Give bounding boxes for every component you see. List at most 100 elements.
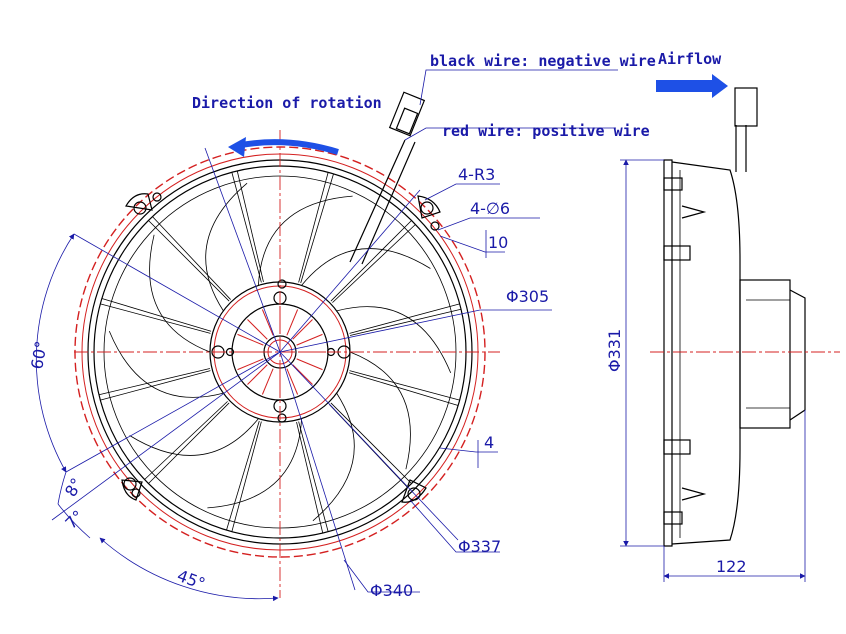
guard-spoke (349, 370, 460, 401)
guard-spoke (300, 173, 334, 284)
red-wire-label: red wire: positive wire (442, 122, 650, 140)
wire-connector (388, 91, 426, 137)
side-clip-3 (663, 439, 691, 455)
mount-screw-c (131, 488, 141, 498)
fan-blade (301, 248, 431, 286)
hub-rib (292, 319, 313, 340)
mount-screw-b (430, 221, 440, 231)
guard-spoke (231, 172, 262, 283)
dim-4-hole6: 4-∅6 (470, 199, 510, 218)
hub-screw-bottom (277, 413, 287, 423)
mount-tab-upper-left (125, 193, 153, 211)
side-view (620, 74, 840, 582)
hub-rib (237, 333, 264, 346)
hub-rib (296, 333, 323, 346)
side-barb-1 (681, 205, 707, 219)
hub-screw-top (277, 279, 287, 289)
hub-rib (296, 358, 323, 371)
rotation-arrow-head (228, 137, 246, 157)
dim-337: Φ337 (458, 537, 501, 556)
mount-tab-upper-right (417, 195, 441, 219)
hub-rib (237, 358, 264, 371)
angle-45-arc (99, 537, 279, 602)
guard-spoke (148, 402, 230, 484)
mount-screw-a (152, 192, 162, 202)
guard-spoke (231, 421, 262, 532)
guard-spoke (330, 402, 412, 484)
angle-8-label: 8° (61, 475, 87, 500)
side-clip-2 (663, 245, 691, 261)
guard-spoke (298, 172, 329, 283)
guard-spoke (332, 224, 416, 303)
dim-340: Φ340 (370, 581, 413, 600)
mount-hole-lower-left (123, 477, 137, 491)
guard-spoke (298, 421, 329, 532)
power-cable (349, 139, 416, 265)
fan-blades (108, 182, 452, 522)
fan-blade (205, 182, 248, 312)
wire-connector-plug (395, 107, 419, 135)
rotation-label: Direction of rotation (192, 94, 382, 112)
airflow-arrow (656, 74, 728, 98)
mount-hole-lower-right (407, 487, 421, 501)
guard-spoke (148, 220, 230, 302)
hub-rib (261, 309, 274, 336)
fan-blade (149, 234, 211, 353)
guard-spoke (330, 220, 412, 302)
black-wire-label: black wire: negative wire (430, 52, 656, 70)
fan-blade (336, 306, 452, 374)
dim-122: 122 (716, 557, 747, 576)
fan-blade (207, 418, 302, 509)
hub-rib (247, 319, 268, 340)
fan-blade (258, 195, 353, 286)
dim-4: 4 (484, 433, 494, 452)
hub-screw-left (225, 347, 235, 357)
angle-8-arc (57, 471, 67, 505)
rotation-arrow (235, 139, 339, 155)
front-view (35, 69, 618, 602)
guard-spoke (348, 372, 459, 406)
guard-spoke (226, 420, 260, 531)
fan-blade (349, 351, 411, 470)
angle-7-arc (57, 503, 91, 539)
guard-spoke (100, 370, 211, 401)
fan-blade (312, 392, 355, 522)
guard-spoke (349, 303, 460, 334)
guard-spoke (296, 421, 324, 534)
mount-hole-upper-left (133, 201, 147, 215)
hub-rib (292, 364, 313, 385)
side-barb-2 (681, 487, 707, 501)
side-motor-cap (789, 289, 806, 421)
dim-4-r3: 4-R3 (458, 165, 495, 184)
side-clip-1 (663, 177, 683, 191)
side-clip-4 (663, 511, 683, 525)
side-motor-body (739, 279, 791, 429)
hub-rib (261, 368, 274, 395)
construction-lines (51, 147, 552, 591)
guard-spoke (98, 368, 211, 396)
guard-spoke (101, 298, 212, 332)
guard-spoke (349, 308, 462, 336)
angle-60-label: 60° (27, 339, 51, 370)
hub-rib (286, 309, 299, 336)
leader-lines (343, 69, 618, 593)
angle-60-arc (35, 233, 75, 473)
side-shroud (671, 161, 741, 545)
airflow-label: Airflow (658, 50, 722, 68)
dim-331: Φ331 (605, 329, 624, 372)
dim-10: 10 (488, 233, 508, 252)
fan-blade (108, 330, 224, 398)
guard-spoke (236, 170, 264, 283)
fan-blade (129, 418, 259, 456)
side-flange (663, 159, 673, 547)
mount-hole-upper-right (420, 201, 434, 215)
mount-tab-lower-left (121, 479, 143, 501)
guard-spoke (100, 303, 211, 334)
guard-spoke (152, 216, 231, 300)
hub-rib (286, 368, 299, 395)
angle-45-label: 45° (175, 566, 208, 594)
dim-305: Φ305 (506, 287, 549, 306)
side-connector (734, 87, 758, 127)
side-cable (735, 125, 747, 172)
